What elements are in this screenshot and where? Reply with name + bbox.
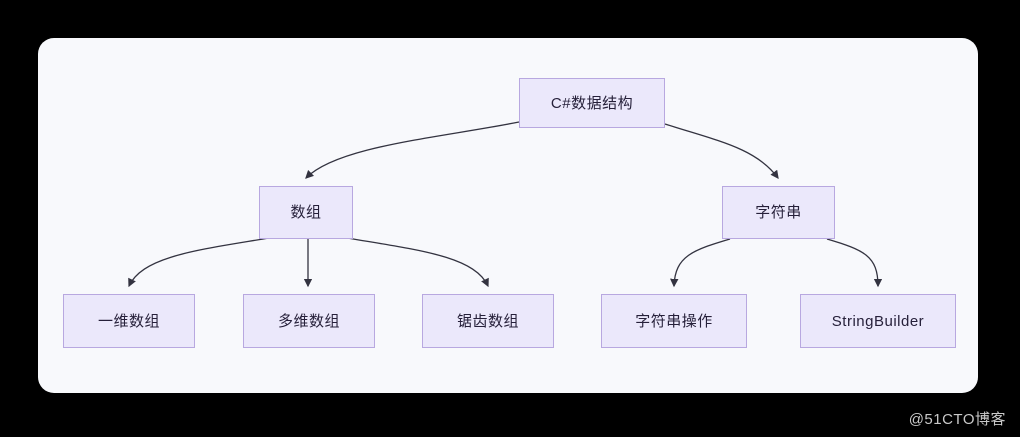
edge-string-to-strops	[670, 238, 731, 288]
node-string[interactable]: 字符串	[722, 186, 835, 239]
node-jagged-array-label: 锯齿数组	[456, 312, 519, 330]
edge-array-to-arr1d	[128, 237, 270, 288]
node-one-dimensional-array-label: 一维数组	[97, 312, 160, 330]
node-array-label: 数组	[290, 204, 322, 221]
node-array[interactable]: 数组	[259, 186, 353, 239]
diagram-card: C#数据结构 数组 字符串 一维数组 多维数组 锯齿数组 字符串操作 Strin…	[38, 38, 978, 393]
node-string-label: 字符串	[755, 204, 802, 221]
edge-root-to-array	[305, 121, 520, 179]
edge-root-to-string	[664, 123, 779, 180]
tree-edges	[128, 121, 883, 288]
node-root-label: C#数据结构	[550, 94, 634, 112]
node-multi-dimensional-array[interactable]: 多维数组	[243, 294, 375, 348]
node-string-operations[interactable]: 字符串操作	[601, 294, 747, 348]
node-stringbuilder-label: StringBuilder	[831, 312, 925, 330]
node-root[interactable]: C#数据结构	[519, 78, 665, 128]
node-stringbuilder[interactable]: StringBuilder	[800, 294, 956, 348]
watermark: @51CTO博客	[908, 411, 1006, 428]
node-multi-dimensional-array-label: 多维数组	[277, 312, 340, 330]
node-jagged-array[interactable]: 锯齿数组	[422, 294, 554, 348]
node-string-operations-label: 字符串操作	[635, 312, 713, 330]
edge-array-to-arrjag	[346, 237, 489, 288]
node-one-dimensional-array[interactable]: 一维数组	[63, 294, 195, 348]
edge-string-to-strbld	[826, 238, 883, 288]
